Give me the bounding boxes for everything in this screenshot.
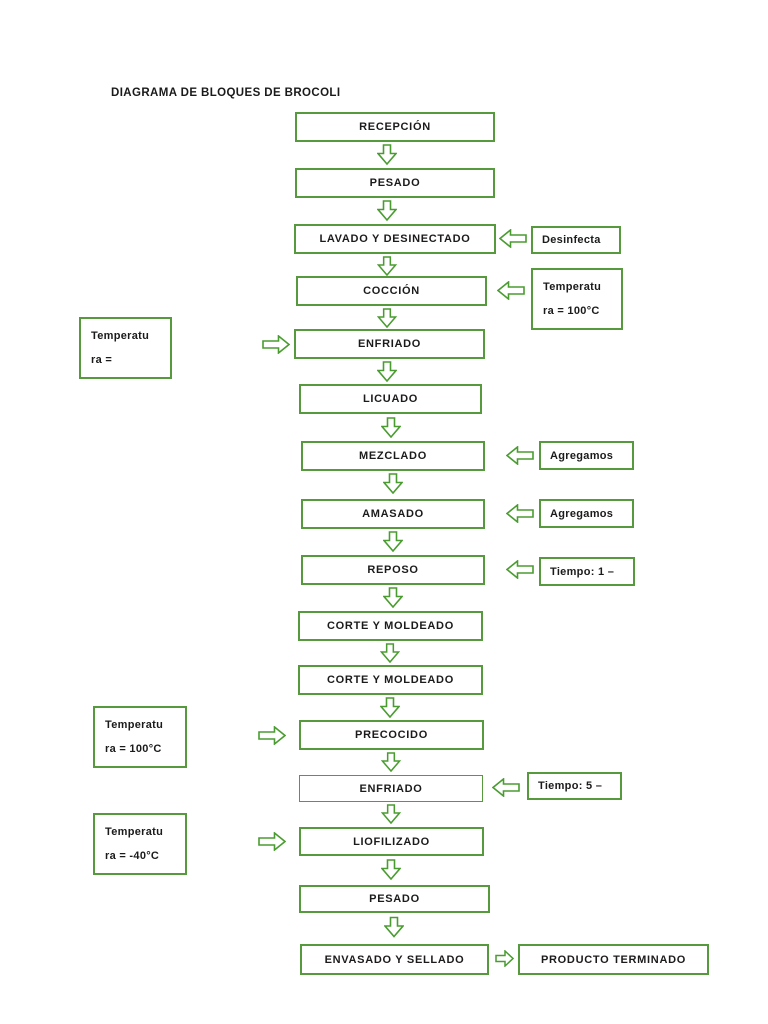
arrow-left-icon: [506, 560, 534, 579]
arrow-down-icon: [380, 697, 400, 718]
annotation-line: Temperatu: [91, 330, 150, 343]
arrow-down-icon: [381, 859, 401, 880]
arrow-down-icon: [377, 200, 397, 221]
node-enfriado-2: ENFRIADO: [299, 775, 483, 802]
arrow-left-icon: [497, 281, 525, 300]
node-precocido: PRECOCIDO: [299, 720, 484, 750]
arrow-down-icon: [383, 531, 403, 552]
arrow-down-icon: [377, 308, 397, 328]
arrow-down-icon: [381, 752, 401, 772]
annotation-line: Temperatu: [543, 281, 602, 294]
diagram-title: DIAGRAMA DE BLOQUES DE BROCOLI: [111, 87, 341, 99]
arrow-down-icon: [377, 361, 397, 382]
annotation-line: Temperatu: [105, 826, 164, 839]
node-coccion: COCCIÓN: [296, 276, 487, 306]
arrow-left-icon: [499, 229, 527, 248]
node-liofilizado: LIOFILIZADO: [299, 827, 484, 856]
node-licuado: LICUADO: [299, 384, 482, 414]
annotation-temperatura-liofilizado: Temperatu ra = -40°C: [93, 813, 187, 875]
annotation-desinfecta: Desinfecta: [531, 226, 621, 254]
arrow-right-icon: [258, 832, 286, 851]
arrow-down-icon: [377, 256, 397, 276]
annotation-tiempo-enfriado: Tiempo: 5 –: [527, 772, 622, 800]
annotation-temperatura-precocido: Temperatu ra = 100°C: [93, 706, 187, 768]
annotation-tiempo-reposo: Tiempo: 1 –: [539, 557, 635, 586]
annotation-agregamos-amasado: Agregamos: [539, 499, 634, 528]
arrow-down-icon: [381, 417, 401, 438]
node-pesado-1: PESADO: [295, 168, 495, 198]
arrow-left-icon: [506, 446, 534, 465]
arrow-right-icon: [262, 335, 290, 354]
node-recepcion: RECEPCIÓN: [295, 112, 495, 142]
arrow-down-icon: [377, 144, 397, 165]
annotation-line: Temperatu: [105, 719, 164, 732]
arrow-down-icon: [384, 916, 404, 938]
node-envasado-sellado: ENVASADO Y SELLADO: [300, 944, 489, 975]
node-producto-terminado: PRODUCTO TERMINADO: [518, 944, 709, 975]
node-corte-moldeado-2: CORTE Y MOLDEADO: [298, 665, 483, 695]
annotation-line: ra = -40°C: [105, 849, 160, 862]
annotation-temperatura-coccion: Temperatu ra = 100°C: [531, 268, 623, 330]
node-enfriado-1: ENFRIADO: [294, 329, 485, 359]
node-lavado-desinectado: LAVADO Y DESINECTADO: [294, 224, 496, 254]
annotation-line: ra = 100°C: [543, 304, 600, 317]
arrow-down-icon: [380, 643, 400, 663]
annotation-line: ra = 100°C: [105, 742, 162, 755]
arrow-left-icon: [492, 778, 520, 797]
arrow-down-icon: [381, 804, 401, 824]
arrow-right-icon: [258, 726, 286, 745]
node-reposo: REPOSO: [301, 555, 485, 585]
node-amasado: AMASADO: [301, 499, 485, 529]
annotation-agregamos-mezclado: Agregamos: [539, 441, 634, 470]
node-pesado-2: PESADO: [299, 885, 490, 913]
arrow-down-icon: [383, 587, 403, 608]
annotation-line: ra =: [91, 353, 113, 366]
node-corte-moldeado-1: CORTE Y MOLDEADO: [298, 611, 483, 641]
arrow-left-icon: [506, 504, 534, 523]
arrow-right-icon: [495, 950, 514, 967]
annotation-temperatura-enfriado: Temperatu ra =: [79, 317, 172, 379]
node-mezclado: MEZCLADO: [301, 441, 485, 471]
arrow-down-icon: [383, 473, 403, 494]
